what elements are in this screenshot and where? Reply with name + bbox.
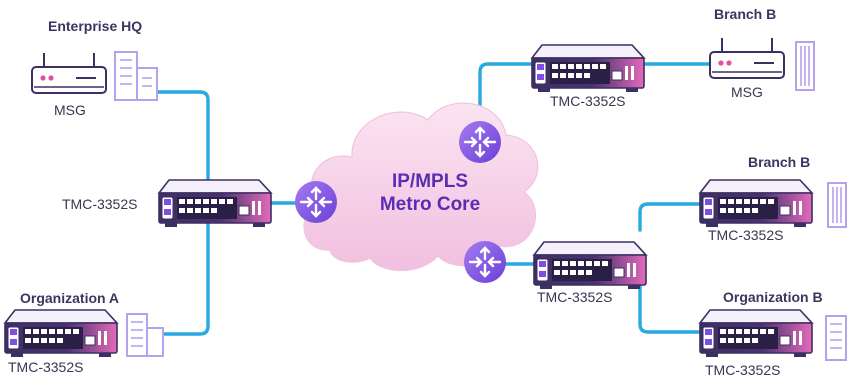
switch-icon-org-b — [699, 309, 813, 358]
building-icon-org-b — [825, 315, 847, 361]
building-icon-branch-right — [827, 182, 847, 228]
link-mid-switch-to-orgb-switch — [638, 280, 702, 334]
switch-icon-top — [531, 44, 645, 93]
modem-icon-hq — [31, 52, 107, 94]
building-icon-hq — [114, 51, 158, 101]
cloud-label-line2: Metro Core — [379, 194, 481, 215]
modem-icon-branch — [709, 37, 785, 79]
links — [136, 62, 712, 336]
link-mid-switch-to-branch-switch — [638, 202, 702, 232]
switch-icon-left — [158, 179, 272, 228]
router-icon-core-top — [457, 119, 503, 165]
site-label-organization-a: Organization A — [20, 290, 120, 306]
site-label-enterprise-hq: Enterprise HQ — [48, 18, 143, 34]
device-label-tmc-mid: TMC-3352S — [537, 289, 613, 305]
site-label-branch-b-top: Branch B — [714, 6, 777, 22]
device-label-msg-branch: MSG — [731, 84, 763, 100]
router-icon-core-left — [293, 179, 339, 225]
site-label-organization-b: Organization B — [723, 289, 823, 305]
device-label-tmc-branch: TMC-3352S — [708, 227, 784, 243]
switch-icon-org-a — [4, 309, 118, 358]
switch-icon-branch — [699, 179, 813, 228]
link-orga-to-left-switch — [160, 220, 210, 336]
cloud-label-line1: IP/MPLS — [391, 171, 468, 192]
device-label-tmc-top: TMC-3352S — [550, 93, 626, 109]
device-label-msg-hq: MSG — [54, 102, 86, 118]
device-label-tmc-org-a: TMC-3352S — [8, 359, 84, 375]
cloud-label: IP/MPLS Metro Core — [370, 170, 490, 216]
device-label-tmc-org-b: TMC-3352S — [705, 362, 781, 378]
building-icon-org-a — [126, 313, 164, 357]
device-label-tmc-left: TMC-3352S — [62, 196, 138, 212]
link-hq-to-left-switch — [136, 90, 210, 184]
switch-icon-mid — [533, 241, 647, 290]
building-icon-branch-top — [795, 41, 815, 91]
router-icon-core-bottom — [462, 239, 508, 285]
link-cloud-router-to-top-switch — [478, 62, 534, 122]
site-label-branch-b-right: Branch B — [748, 154, 811, 170]
